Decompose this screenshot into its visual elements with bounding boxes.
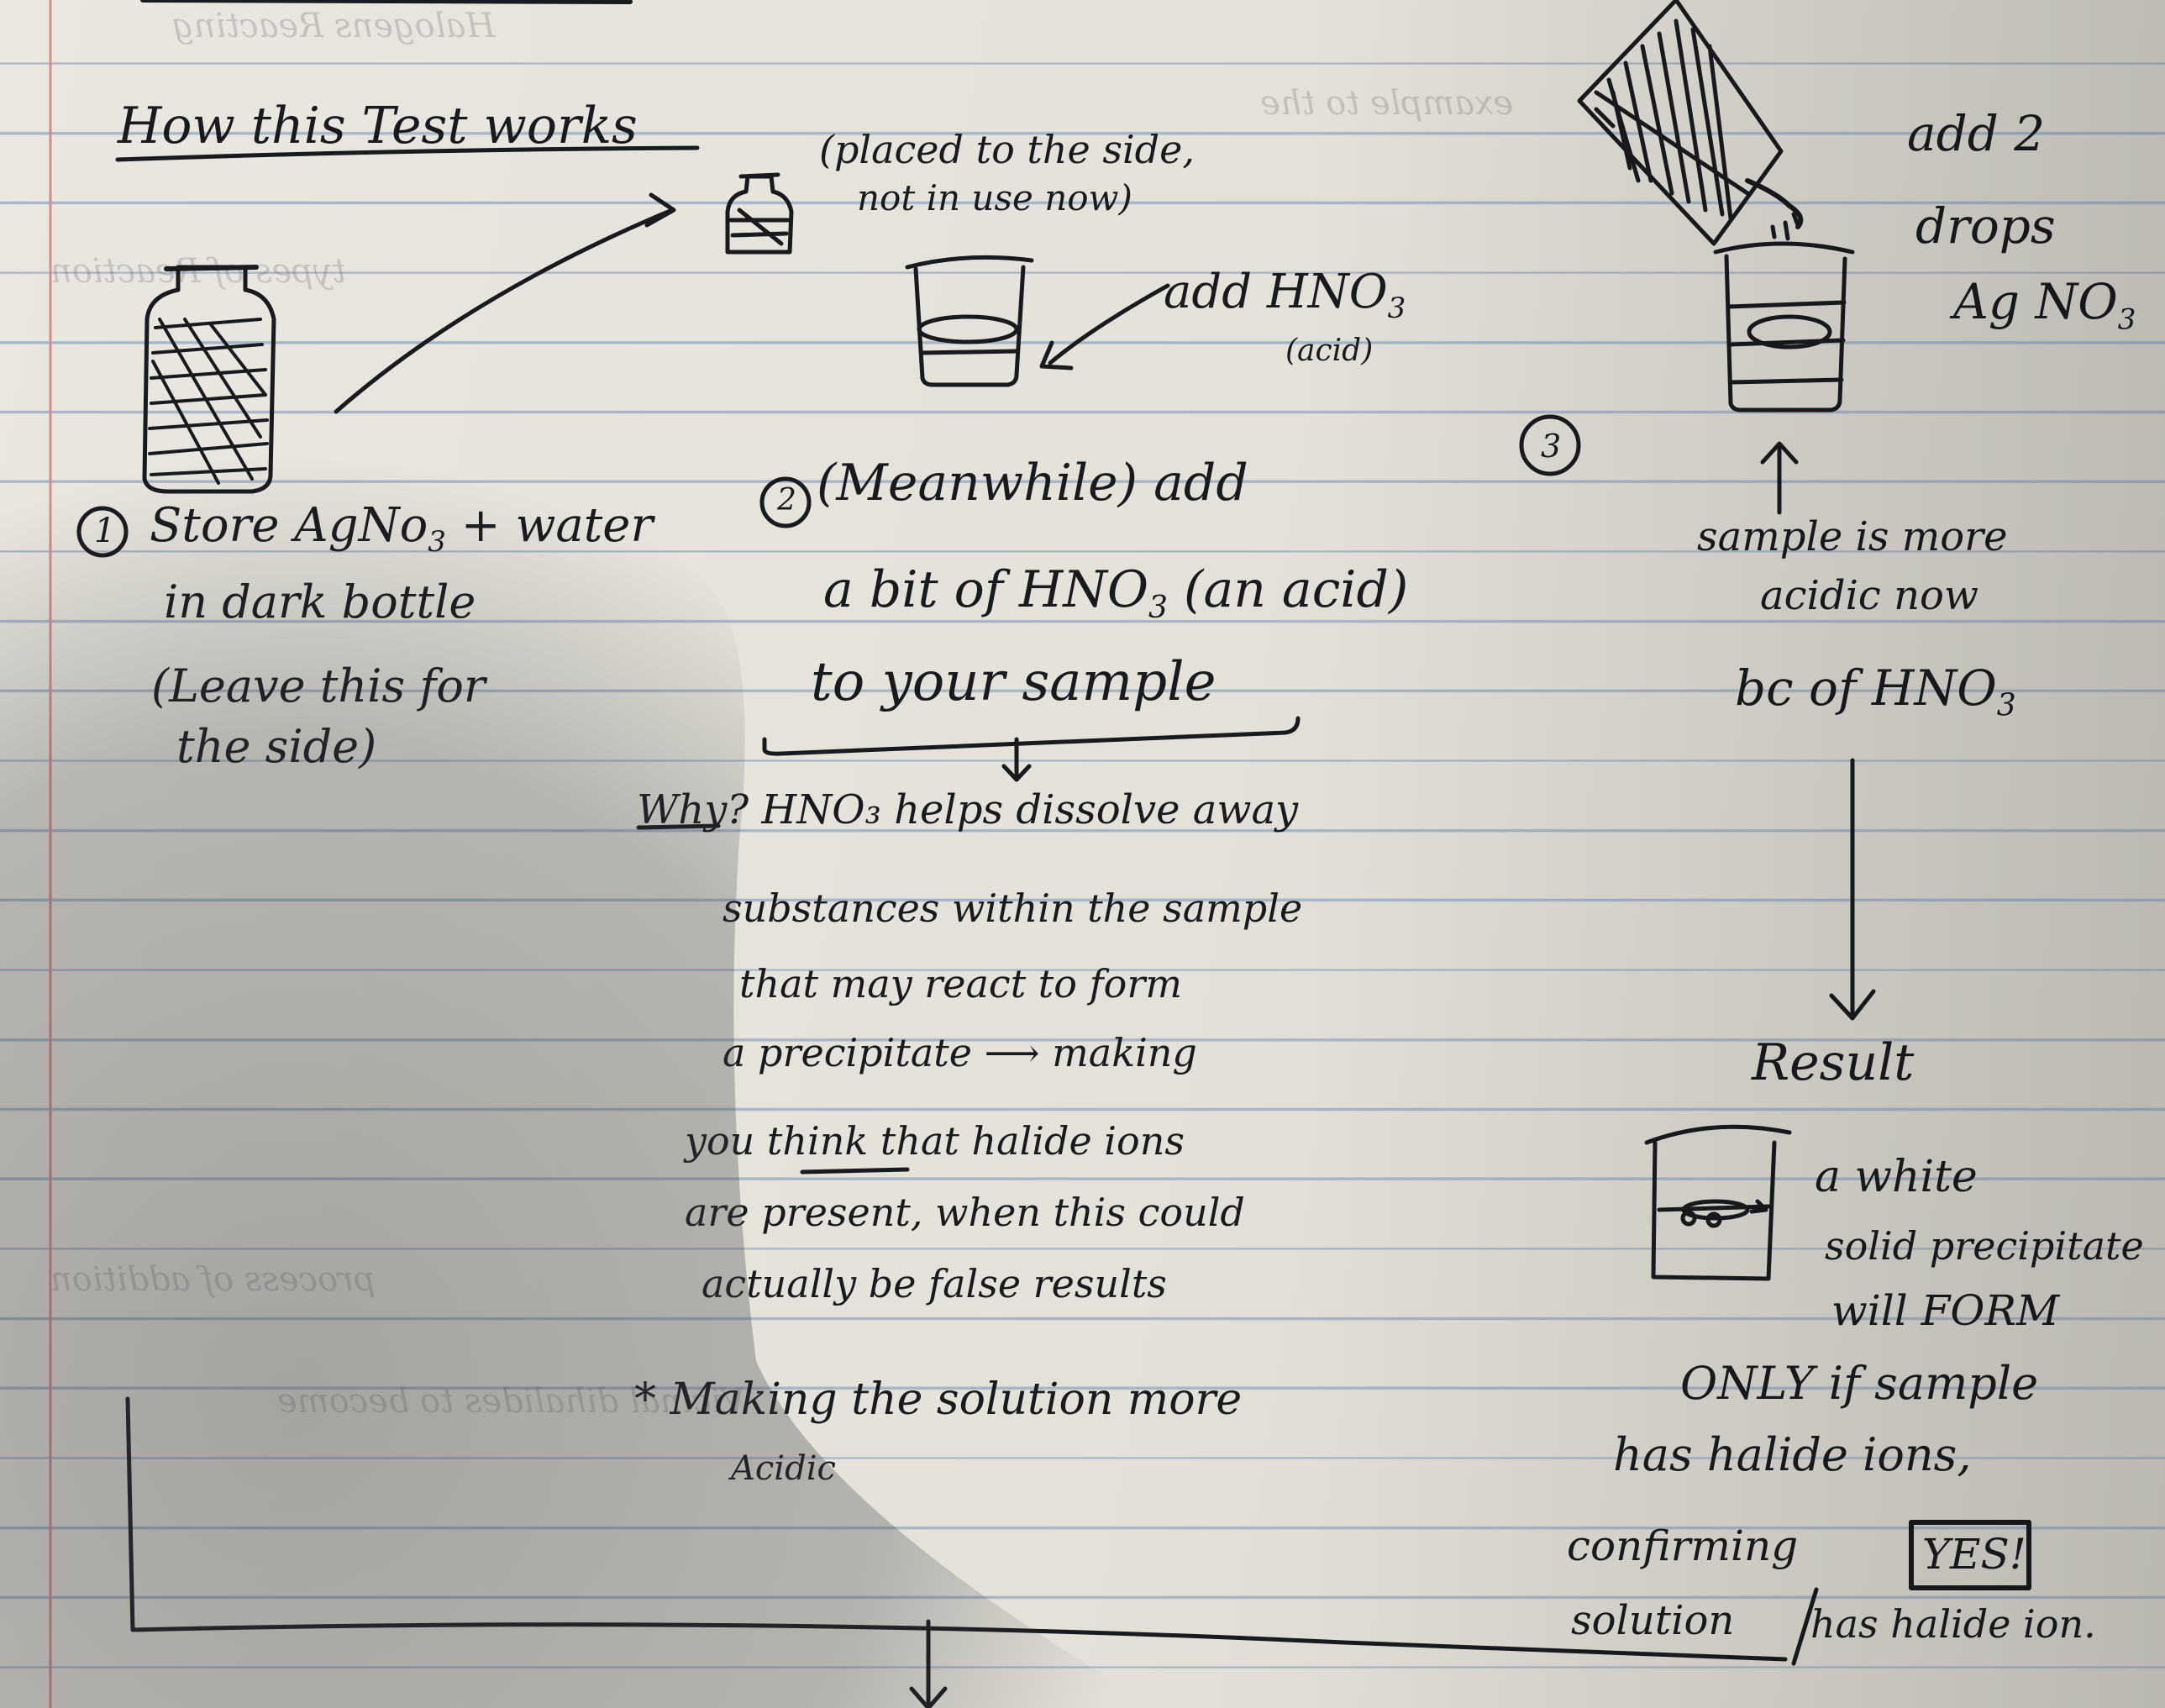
- step2-line2-rest: (an acid): [1184, 560, 1408, 619]
- step1-number: 1: [94, 514, 115, 548]
- brace: [765, 718, 1298, 754]
- result-beaker-icon: [1647, 1127, 1789, 1279]
- drops-agno3: Ag NO: [1953, 273, 2118, 330]
- star-note-line2: Acidic: [731, 1452, 836, 1485]
- down-arrow: [1831, 760, 1873, 1018]
- small-bottle-icon: [728, 175, 791, 252]
- bottle-arrow: [336, 210, 672, 412]
- drops-sub: 3: [2118, 303, 2136, 337]
- dark-bottle-icon: [145, 267, 274, 491]
- result-confirm-line2: solution: [1571, 1600, 1734, 1641]
- bottom-arrow: [912, 1621, 945, 1708]
- page-title: How this Test works: [118, 101, 638, 151]
- bottom-bracket: [128, 1399, 1785, 1659]
- step2-line1: (Meanwhile) add: [817, 458, 1248, 508]
- result-line-1: a white: [1815, 1155, 1978, 1199]
- yes-badge: YES!: [1922, 1533, 2026, 1575]
- result-title: Result: [1752, 1038, 1914, 1088]
- step1-line1-rest: + water: [461, 498, 653, 553]
- add-hno3-sub: 3: [1388, 292, 1406, 325]
- result-line-5: has halide ions,: [1613, 1432, 1972, 1478]
- step1-line1-sub: 3: [428, 525, 446, 559]
- step1-line4: the side): [176, 724, 376, 770]
- why-line-3: that may react to form: [739, 964, 1182, 1003]
- result-confirm-line3: has halide ion.: [1810, 1605, 2096, 1643]
- step2-line2: a bit of HNO3 (an acid): [823, 565, 1408, 623]
- star-note-line1: * Making the solution more: [634, 1378, 1242, 1422]
- up-arrow: [1763, 444, 1796, 512]
- test-beaker-icon: [1716, 223, 1852, 410]
- side-note-line1: (placed to the side,: [819, 130, 1195, 169]
- side-note-line2: not in use now): [857, 181, 1132, 216]
- step3-note-sub: 3: [1997, 689, 2016, 723]
- result-line-2: solid precipitate: [1825, 1227, 2144, 1265]
- result-line-4: ONLY if sample: [1680, 1361, 2038, 1406]
- step1-line2: in dark bottle: [164, 580, 476, 625]
- drops-line2: drops: [1915, 202, 2056, 250]
- result-confirm-line1: confirming: [1567, 1525, 1798, 1567]
- why-line-4: a precipitate ⟶ making: [723, 1033, 1197, 1072]
- step2-line3: to your sample: [811, 655, 1216, 709]
- why-line-1: Why? HNO₃ helps dissolve away: [637, 790, 1298, 830]
- step2-number: 2: [777, 486, 796, 516]
- step2-line2-text: a bit of HNO: [823, 560, 1148, 619]
- add-hno3-text: add HNO: [1164, 265, 1388, 319]
- drops-line3: Ag NO3: [1953, 277, 2136, 334]
- drops-line1: add 2: [1907, 109, 2045, 158]
- step3-number: 3: [1541, 430, 1561, 462]
- step3-note-line3: bc of HNO3: [1735, 664, 2016, 722]
- add-hno3-label: add HNO3: [1164, 269, 1406, 323]
- why-line-6: are present, when this could: [685, 1193, 1245, 1232]
- why-line-7: actually be false results: [702, 1264, 1167, 1303]
- why-line-5: you think that halide ions: [685, 1122, 1185, 1160]
- beaker-icon: [907, 257, 1032, 385]
- step2-line2-sub: 3: [1148, 591, 1168, 625]
- result-line-3: will FORM: [1831, 1290, 2059, 1332]
- step1-line1-text: Store AgNo: [150, 498, 428, 553]
- step3-note-line2: acidic now: [1760, 575, 1978, 616]
- step1-line1: Store AgNo3 + water: [150, 502, 653, 556]
- add-hno3-note: (acid): [1285, 336, 1373, 366]
- hno3-arrow: [1050, 286, 1168, 363]
- step3-note-line1: sample is more: [1697, 517, 2008, 557]
- step1-line3: (Leave this for: [151, 664, 486, 709]
- dropper-bottle-icon: [1579, 0, 1800, 244]
- why-line-2: substances within the sample: [723, 889, 1302, 928]
- step3-note-text: bc of HNO: [1735, 660, 1997, 717]
